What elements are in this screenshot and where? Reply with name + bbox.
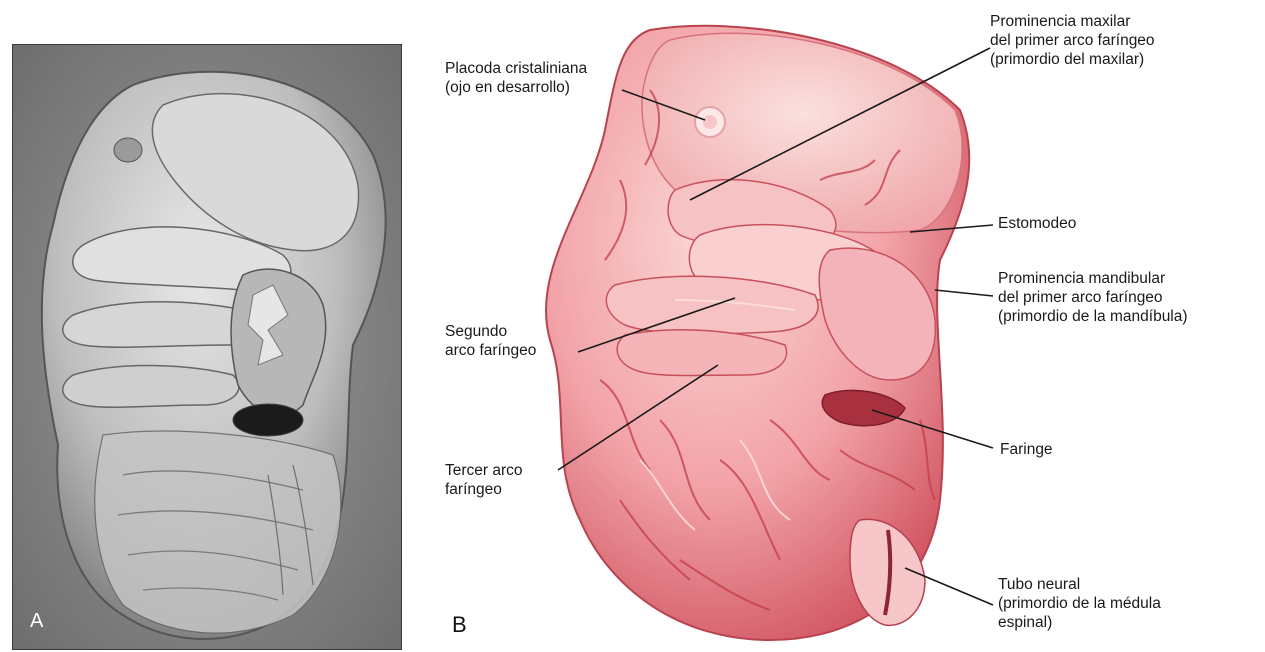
panel-b-letter: B bbox=[452, 612, 467, 638]
label-maxilar: Prominencia maxilar del primer arco farí… bbox=[990, 12, 1155, 69]
panel-a-letter: A bbox=[30, 610, 43, 633]
label-mandibular: Prominencia mandibular del primer arco f… bbox=[998, 269, 1188, 326]
label-tubo-neural: Tubo neural (primordio de la médula espi… bbox=[998, 575, 1161, 632]
sem-photo-panel bbox=[12, 44, 402, 650]
lens-placode-center bbox=[703, 115, 717, 129]
label-segundo-arco: Segundo arco faríngeo bbox=[445, 322, 536, 360]
label-placoda: Placoda cristaliniana (ojo en desarrollo… bbox=[445, 59, 587, 97]
label-faringe: Faringe bbox=[1000, 440, 1053, 459]
label-tercer-arco: Tercer arco faríngeo bbox=[445, 461, 523, 499]
label-estomodeo: Estomodeo bbox=[998, 214, 1076, 233]
sem-embryo-image bbox=[13, 45, 401, 649]
